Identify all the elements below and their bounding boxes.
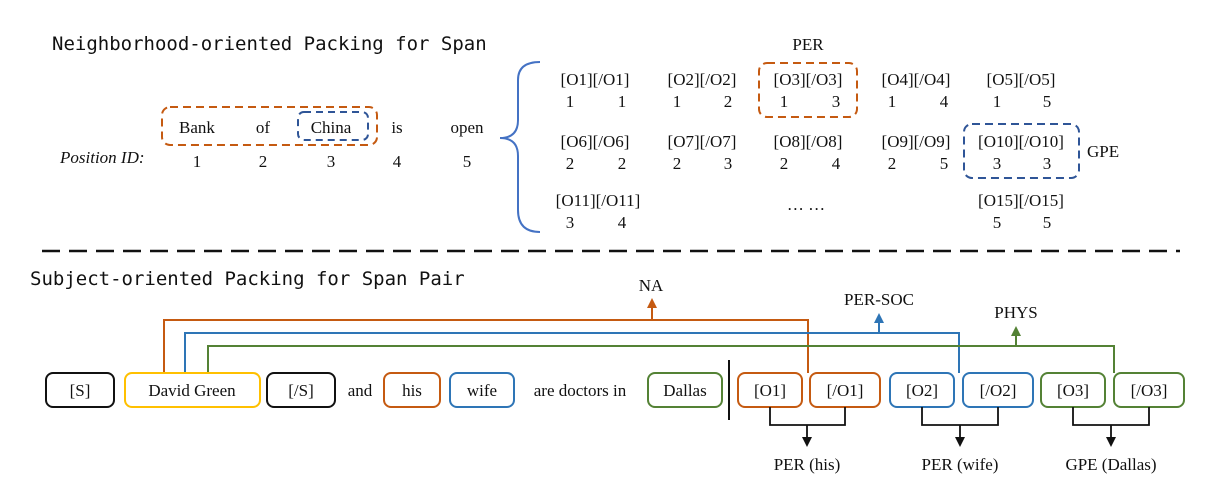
marker-id-start: 1 <box>566 92 575 111</box>
token-middle: are doctors in <box>534 381 627 400</box>
marker-label: [O6][/O6] <box>561 132 630 151</box>
token-s-close: [/S] <box>288 381 314 400</box>
marker-id-start: 2 <box>888 154 897 173</box>
gpe-marker-box <box>963 123 1080 179</box>
arrow-down-icon <box>1106 437 1116 447</box>
marker-id-end: 5 <box>1043 213 1052 232</box>
marker-id-start: 1 <box>780 92 789 111</box>
token-dallas: Dallas <box>663 381 706 400</box>
bracket-o3 <box>1072 407 1150 426</box>
marker-label: [O4][/O4] <box>882 70 951 89</box>
marker-id-start: 2 <box>780 154 789 173</box>
token-o1-close: [/O1] <box>827 381 864 400</box>
wife-box <box>449 372 515 408</box>
per-soc-arrowhead <box>874 313 884 323</box>
marker-label: [O7][/O7] <box>668 132 737 151</box>
relation-na: NA <box>639 276 664 295</box>
s-open-box <box>45 372 115 408</box>
relation-connectors <box>163 298 1115 373</box>
s-close-box <box>266 372 336 408</box>
token-o3-close: [/O3] <box>1131 381 1168 400</box>
pos-4: 4 <box>393 152 402 171</box>
marker-label: [O8][/O8] <box>774 132 843 151</box>
ellipsis: … … <box>787 195 825 214</box>
curly-brace <box>499 61 541 233</box>
entity-type-wife: PER (wife) <box>922 455 999 474</box>
marker-id-start: 2 <box>566 154 575 173</box>
entity-type-his: PER (his) <box>774 455 841 474</box>
marker-id-end: 4 <box>618 213 627 232</box>
word-is: is <box>391 118 402 137</box>
dallas-box <box>647 372 723 408</box>
phys-connector <box>207 345 1115 373</box>
marker-id-start: 5 <box>993 213 1002 232</box>
entity-brackets <box>769 407 1150 440</box>
marker-label: [O3][/O3] <box>774 70 843 89</box>
pos-2: 2 <box>259 152 268 171</box>
token-s-open: [S] <box>70 381 91 400</box>
word-bank: Bank <box>179 118 215 137</box>
marker-id-end: 1 <box>618 92 627 111</box>
pos-3: 3 <box>327 152 336 171</box>
marker-id-end: 5 <box>1043 92 1052 111</box>
token-and: and <box>348 381 373 400</box>
marker-grid: [O1][/O1] 1 1 [O2][/O2] 1 2 [O3][/O3] 1 … <box>556 70 1064 232</box>
token-wife: wife <box>467 381 497 400</box>
marker-id-start: 1 <box>673 92 682 111</box>
relation-per-soc: PER-SOC <box>844 290 914 309</box>
marker-id-start: 3 <box>993 154 1002 173</box>
pos-5: 5 <box>463 152 472 171</box>
marker-id-end: 3 <box>832 92 841 111</box>
bracket-o2 <box>921 407 999 426</box>
marker-id-start: 1 <box>993 92 1002 111</box>
marker-label: [O15][/O15] <box>978 191 1064 210</box>
marker-id-end: 4 <box>940 92 949 111</box>
marker-id-end: 2 <box>618 154 627 173</box>
marker-id-start: 3 <box>566 213 575 232</box>
na-arrowhead <box>647 298 657 308</box>
marker-label: [O10][/O10] <box>978 132 1064 151</box>
subject-box <box>124 372 261 408</box>
position-id-label: Position ID: <box>59 148 145 167</box>
arrow-down-icon <box>802 437 812 447</box>
pos-1: 1 <box>193 152 202 171</box>
his-box <box>383 372 441 408</box>
word-open: open <box>450 118 484 137</box>
marker-label: [O11][/O11] <box>556 191 641 210</box>
marker-id-start: 1 <box>888 92 897 111</box>
token-subject: David Green <box>148 381 236 400</box>
relation-phys: PHYS <box>994 303 1037 322</box>
bracket-o1 <box>769 407 846 426</box>
phys-arrowhead <box>1011 326 1021 336</box>
marker-label: [O5][/O5] <box>987 70 1056 89</box>
marker-id-start: 2 <box>673 154 682 173</box>
bottom-title: Subject-oriented Packing for Span Pair <box>30 268 465 290</box>
token-o3: [O3] <box>1057 381 1089 400</box>
token-o2-close: [/O2] <box>980 381 1017 400</box>
bank-of-china-span-box <box>161 106 378 146</box>
gpe-label: GPE <box>1087 142 1119 161</box>
token-o1: [O1] <box>754 381 786 400</box>
token-his: his <box>402 381 422 400</box>
marker-id-end: 4 <box>832 154 841 173</box>
marker-label: [O9][/O9] <box>882 132 951 151</box>
china-span-box <box>297 111 369 141</box>
per-marker-box <box>758 62 858 118</box>
entity-type-dallas: GPE (Dallas) <box>1065 455 1156 474</box>
marker-label: [O2][/O2] <box>668 70 737 89</box>
marker-id-end: 3 <box>724 154 733 173</box>
top-title: Neighborhood-oriented Packing for Span <box>52 33 487 55</box>
marker-label: [O1][/O1] <box>561 70 630 89</box>
per-soc-connector <box>184 332 960 373</box>
marker-id-end: 2 <box>724 92 733 111</box>
word-china: China <box>311 118 352 137</box>
arrow-down-icon <box>955 437 965 447</box>
per-label: PER <box>792 35 824 54</box>
word-of: of <box>256 118 271 137</box>
marker-id-end: 3 <box>1043 154 1052 173</box>
token-o2: [O2] <box>906 381 938 400</box>
marker-id-end: 5 <box>940 154 949 173</box>
